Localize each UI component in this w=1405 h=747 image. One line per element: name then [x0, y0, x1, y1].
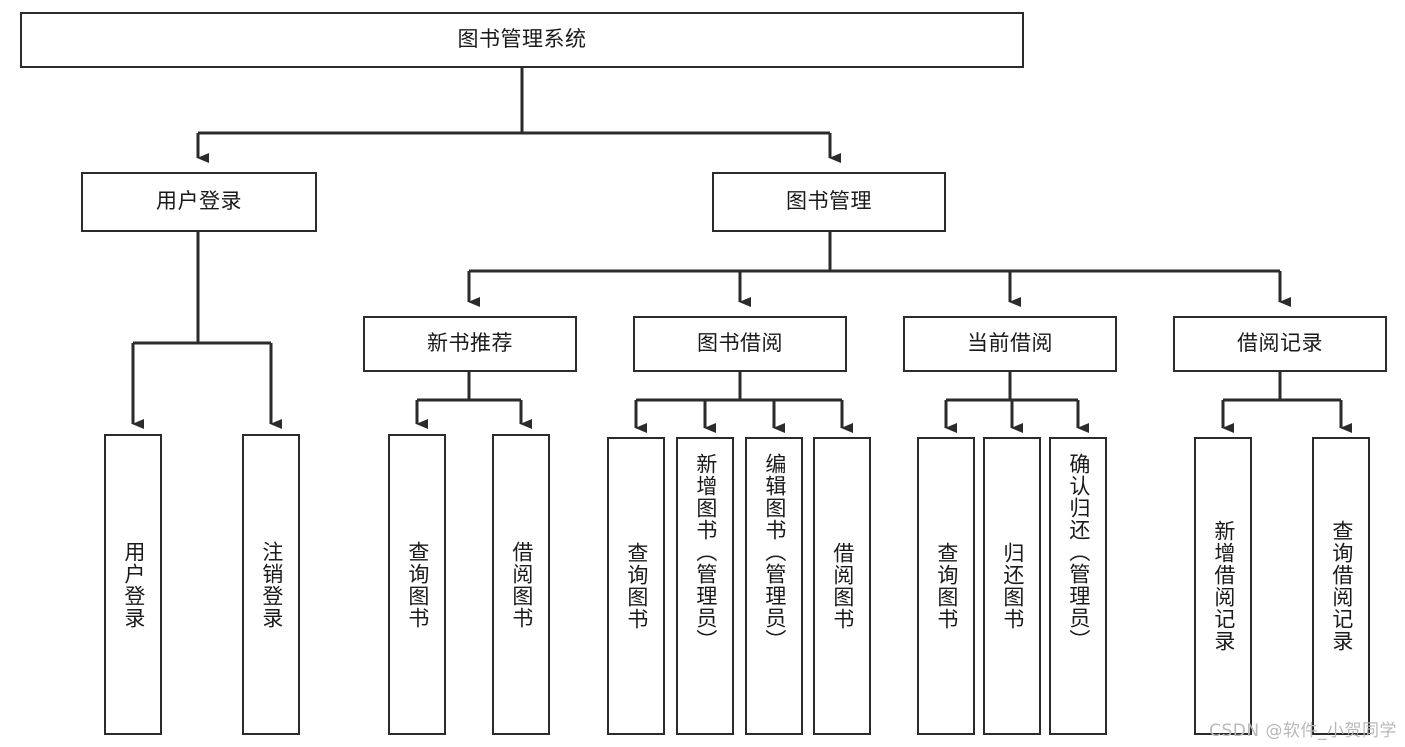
node-label: 查询图书: [405, 540, 430, 629]
node-label: 查询借阅记录: [1329, 520, 1354, 652]
node-label: 图书管理: [786, 189, 872, 214]
node-label: 查询图书: [624, 542, 649, 630]
leaf-user-login-login[interactable]: 用户登录: [104, 434, 162, 735]
node-label: 图书管理系统: [457, 27, 587, 52]
node-label: 当前借阅: [967, 331, 1053, 356]
leaf-borrow-borrow-book[interactable]: 借阅图书: [813, 437, 871, 735]
node-label: 新书推荐: [427, 331, 513, 356]
leaf-records-query-record[interactable]: 查询借阅记录: [1312, 437, 1370, 735]
node-label: 图书借阅: [697, 331, 783, 356]
leaf-current-confirm-return[interactable]: 确认归还（管理员）: [1049, 437, 1107, 735]
node-book-borrow[interactable]: 图书借阅: [633, 316, 847, 372]
node-label: 查询图书: [934, 542, 959, 630]
node-label: 借阅图书: [509, 540, 534, 629]
leaf-records-add-record[interactable]: 新增借阅记录: [1194, 437, 1252, 735]
leaf-borrow-query-book[interactable]: 查询图书: [607, 437, 665, 735]
node-label: 借阅记录: [1237, 331, 1323, 356]
node-label: 用户登录: [156, 189, 242, 214]
node-book-management[interactable]: 图书管理: [712, 172, 946, 232]
leaf-user-login-logout[interactable]: 注销登录: [242, 434, 300, 735]
leaf-borrow-edit-book[interactable]: 编辑图书（管理员）: [745, 437, 803, 735]
node-label: 用户登录: [121, 540, 146, 629]
node-label: 新增借阅记录: [1211, 520, 1236, 652]
leaf-current-return-book[interactable]: 归还图书: [983, 437, 1041, 735]
leaf-current-query-book[interactable]: 查询图书: [917, 437, 975, 735]
node-borrow-records[interactable]: 借阅记录: [1173, 316, 1387, 372]
node-label: 借阅图书: [830, 542, 855, 630]
leaf-new-book-borrow[interactable]: 借阅图书: [492, 434, 550, 735]
leaf-borrow-add-book[interactable]: 新增图书（管理员）: [676, 437, 734, 735]
leaf-new-book-query[interactable]: 查询图书: [388, 434, 446, 735]
node-label: 注销登录: [259, 540, 284, 629]
node-label: 新增图书（管理员）: [693, 453, 718, 651]
node-label: 归还图书: [1000, 542, 1025, 630]
node-current-borrow[interactable]: 当前借阅: [903, 316, 1117, 372]
csdn-watermark: CSDN @软件_小贺同学: [1209, 721, 1397, 741]
node-new-book-recommend[interactable]: 新书推荐: [363, 316, 577, 372]
node-root-system[interactable]: 图书管理系统: [20, 12, 1024, 68]
node-label: 确认归还（管理员）: [1066, 453, 1091, 651]
node-user-login[interactable]: 用户登录: [81, 172, 317, 232]
node-label: 编辑图书（管理员）: [762, 453, 787, 651]
